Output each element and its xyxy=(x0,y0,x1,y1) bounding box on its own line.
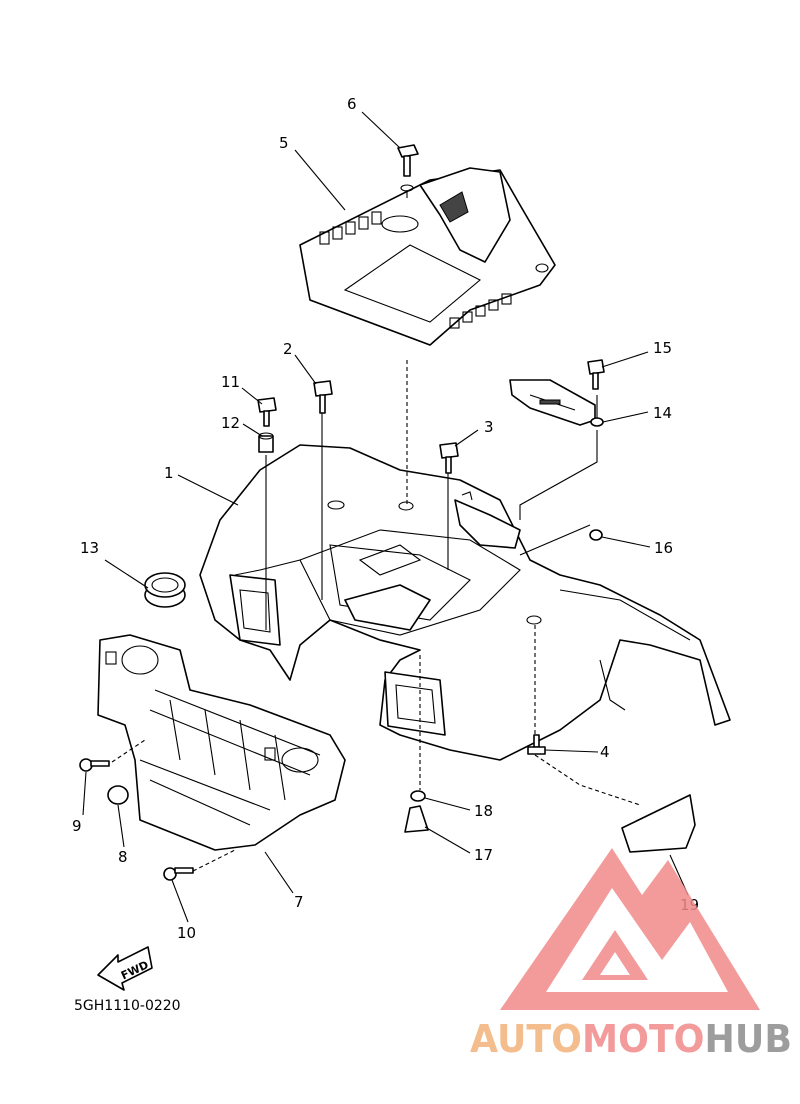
callout-17: 17 xyxy=(474,846,493,864)
damper-18 xyxy=(410,790,426,802)
callout-8: 8 xyxy=(118,848,128,866)
diagram-code: 5GH1110-0220 xyxy=(74,998,181,1014)
callout-5: 5 xyxy=(279,134,289,152)
part-13-ring xyxy=(144,572,186,608)
grommet-14 xyxy=(590,417,604,427)
callout-14: 14 xyxy=(653,404,672,422)
callout-11: 11 xyxy=(221,373,240,391)
part-storage-box xyxy=(97,634,346,851)
bolt-4 xyxy=(527,734,546,755)
watermark-moto: MOTO xyxy=(582,1017,705,1061)
watermark-logo: AUTOMOTOHUB xyxy=(470,848,792,1061)
watermark-hub: HUB xyxy=(705,1017,792,1061)
grommet-16 xyxy=(589,529,603,541)
damper-17 xyxy=(404,805,429,833)
bolt-11 xyxy=(257,397,277,427)
callout-15: 15 xyxy=(653,339,672,357)
callout-7: 7 xyxy=(294,893,304,911)
fwd-arrow-icon: FWD xyxy=(97,946,153,991)
part-small-cover xyxy=(509,379,596,426)
callout-10: 10 xyxy=(177,924,196,942)
bolt-2 xyxy=(313,380,333,414)
part-top-cover xyxy=(299,167,556,346)
bolt-10 xyxy=(163,867,194,881)
bolt-9 xyxy=(79,758,110,772)
callout-16: 16 xyxy=(654,539,673,557)
part-rear-fender xyxy=(199,444,731,761)
callout-9: 9 xyxy=(72,817,82,835)
callout-1: 1 xyxy=(164,464,174,482)
collar-12 xyxy=(258,432,274,453)
vent-slots-left xyxy=(319,211,382,245)
screw-15 xyxy=(587,359,605,390)
vent-slots-right xyxy=(449,293,512,329)
callout-18: 18 xyxy=(474,802,493,820)
callout-6: 6 xyxy=(347,95,357,113)
callout-2: 2 xyxy=(283,340,293,358)
watermark-auto: AUTO xyxy=(470,1017,582,1061)
watermark-triangle-icon xyxy=(500,848,760,1010)
plug-8 xyxy=(107,785,129,805)
bolt-6 xyxy=(397,144,419,192)
callout-13: 13 xyxy=(80,539,99,557)
watermark-text: AUTOMOTOHUB xyxy=(470,1017,792,1061)
callout-12: 12 xyxy=(221,414,240,432)
callout-4: 4 xyxy=(600,743,610,761)
callout-3: 3 xyxy=(484,418,494,436)
part-19-pad xyxy=(621,794,696,853)
bolt-3 xyxy=(439,442,459,474)
